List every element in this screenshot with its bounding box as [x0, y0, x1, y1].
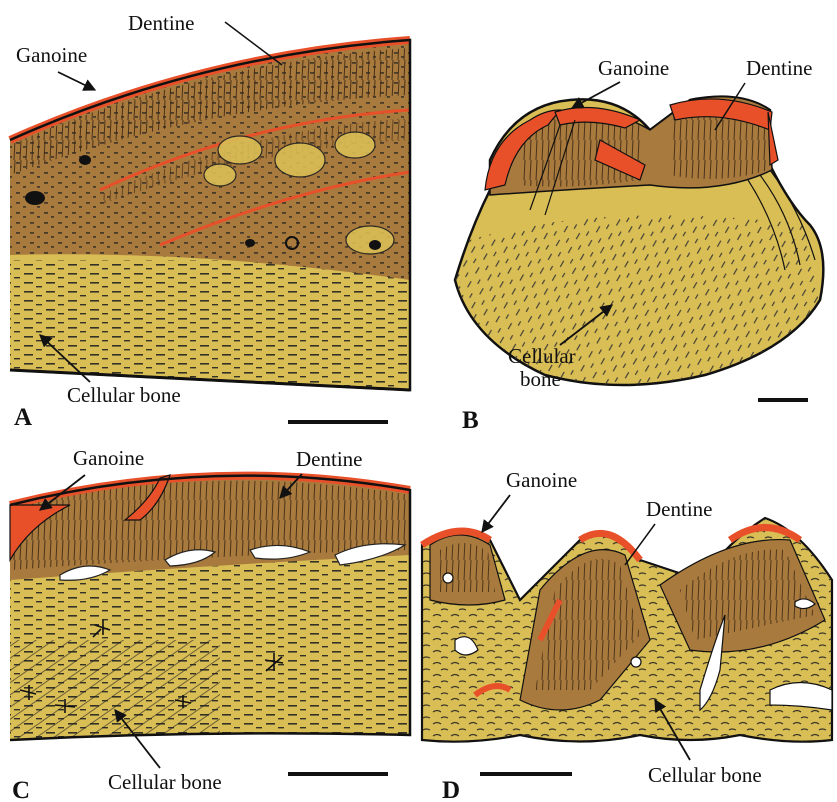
label-dentine-d: Dentine	[646, 497, 712, 521]
label-ganoine-b: Ganoine	[598, 56, 669, 80]
panel-c: Ganoine Dentine Cellular bone C	[0, 440, 420, 802]
panel-d: Ganoine Dentine Cellular bone D	[422, 468, 832, 802]
label-ganoine-c: Ganoine	[73, 446, 144, 470]
label-cellular-b-line2: bone	[520, 367, 561, 391]
label-dentine-a: Dentine	[128, 11, 194, 35]
panel-letter-b: B	[462, 407, 479, 434]
label-dentine-c: Dentine	[296, 447, 362, 471]
panel-b: Ganoine Dentine Cellular bone B	[455, 56, 823, 434]
label-ganoine-d: Ganoine	[506, 468, 577, 492]
label-cellular-bone-a: Cellular bone	[67, 383, 181, 407]
label-cellular-bone-d: Cellular bone	[648, 763, 762, 787]
panel-letter-a: A	[14, 404, 32, 431]
panel-letter-c: C	[12, 777, 30, 802]
label-cellular-b-line1: Cellular	[508, 344, 576, 368]
label-cellular-bone-c: Cellular bone	[108, 770, 222, 794]
panel-letter-d: D	[442, 777, 460, 802]
label-dentine-b: Dentine	[746, 56, 812, 80]
label-ganoine-a: Ganoine	[16, 43, 87, 67]
panel-a: Ganoine Dentine Cellular bone A	[0, 0, 420, 431]
